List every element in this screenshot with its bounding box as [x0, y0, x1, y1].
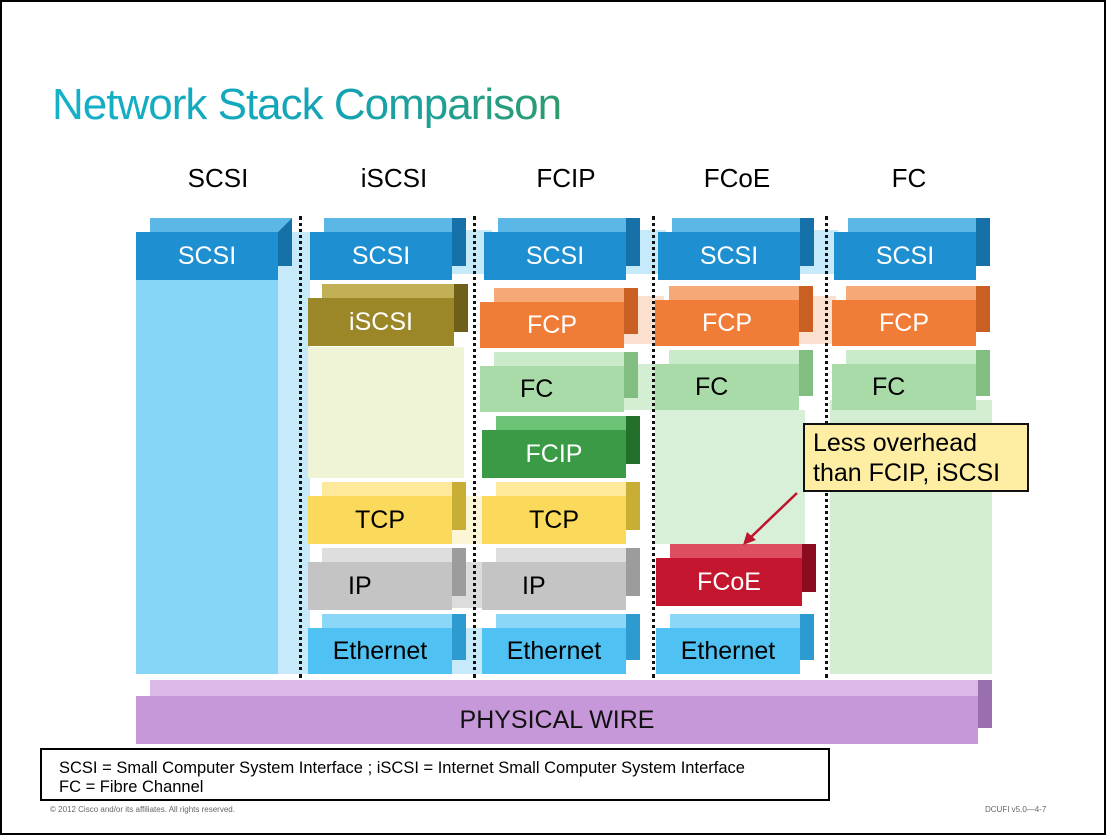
fcoe-layer-label: FCoE	[656, 558, 802, 606]
iscsi-ip-block: IP	[308, 548, 466, 610]
fcoe-ethernet-label: Ethernet	[656, 628, 800, 674]
iscsi-tcp-label: TCP	[308, 496, 452, 544]
fcip-fc-block: FC	[480, 352, 638, 412]
fcip-fcp-label: FCP	[480, 302, 624, 348]
fcip-fcp-block: FCP	[480, 288, 638, 348]
copyright-footer: © 2012 Cisco and/or its affiliates. All …	[50, 805, 235, 814]
fcoe-fcp-block: FCP	[655, 286, 813, 346]
iscsi-tcp-block: TCP	[308, 482, 466, 544]
fcip-tcp-label: TCP	[482, 496, 626, 544]
fcoe-fcp-label: FCP	[655, 300, 799, 346]
iscsi-layer-block: iSCSI	[308, 284, 468, 346]
fcoe-scsi-label: SCSI	[658, 232, 800, 280]
iscsi-ip-label: IP	[308, 562, 452, 610]
fcip-tcp-block: TCP	[482, 482, 640, 544]
overhead-callout: Less overhead than FCIP, iSCSI	[803, 423, 1029, 492]
legend-line-2: FC = Fibre Channel	[59, 778, 204, 796]
fcoe-scsi-block: SCSI	[658, 218, 814, 280]
physical-wire-label: PHYSICAL WIRE	[136, 696, 978, 744]
fcip-ethernet-label: Ethernet	[482, 628, 626, 674]
iscsi-scsi-block: SCSI	[310, 218, 466, 280]
scsi-layer-block: SCSI	[136, 218, 292, 280]
iscsi-layer-label: iSCSI	[308, 298, 454, 346]
course-code-footer: DCUFI v5.0—4-7	[985, 805, 1047, 814]
callout-arrow	[743, 492, 798, 545]
column-header-fcoe: FCoE	[703, 163, 771, 193]
column-divider	[473, 216, 476, 678]
fc-fc-label: FC	[832, 364, 976, 410]
fc-scsi-label: SCSI	[834, 232, 976, 280]
fcip-ethernet-block: Ethernet	[482, 614, 640, 674]
legend-line-1: SCSI = Small Computer System Interface ;…	[59, 759, 745, 777]
scsi-column-body	[136, 280, 278, 674]
fcip-fc-label: FC	[480, 366, 624, 412]
column-header-iscsi: iSCSI	[360, 163, 428, 193]
fcoe-column-body	[655, 410, 805, 544]
fcip-scsi-label: SCSI	[484, 232, 626, 280]
fcip-layer-label: FCIP	[482, 430, 626, 478]
fcip-layer-block: FCIP	[482, 416, 640, 478]
fcoe-fc-block: FC	[655, 350, 813, 410]
iscsi-scsi-label: SCSI	[310, 232, 452, 280]
iscsi-ethernet-label: Ethernet	[308, 628, 452, 674]
fcoe-layer-block: FCoE	[656, 544, 816, 606]
fc-fcp-label: FCP	[832, 300, 976, 346]
column-divider	[652, 216, 655, 678]
fcoe-ethernet-block: Ethernet	[656, 614, 814, 674]
fc-fc-block: FC	[832, 350, 990, 410]
scsi-layer-label: SCSI	[136, 232, 278, 280]
fcoe-fc-label: FC	[655, 364, 799, 410]
callout-line-1: Less overhead	[813, 429, 978, 457]
column-header-fcip: FCIP	[536, 163, 596, 193]
abbreviation-legend: SCSI = Small Computer System Interface ;…	[40, 748, 830, 801]
column-header-scsi: SCSI	[187, 163, 249, 193]
scsi-connector	[278, 232, 310, 674]
physical-wire-block: PHYSICAL WIRE	[136, 680, 992, 744]
fcip-ip-block: IP	[482, 548, 640, 610]
fcip-ip-label: IP	[482, 562, 626, 610]
fc-scsi-block: SCSI	[834, 218, 990, 280]
fc-fcp-block: FCP	[832, 286, 990, 346]
iscsi-ethernet-block: Ethernet	[308, 614, 466, 674]
slide-title: Network Stack Comparison	[52, 80, 562, 129]
callout-line-2: than FCIP, iSCSI	[813, 459, 1001, 487]
column-divider	[299, 216, 302, 678]
fcip-scsi-block: SCSI	[484, 218, 640, 280]
column-header-fc: FC	[891, 163, 927, 193]
iscsi-column-body	[308, 347, 464, 478]
